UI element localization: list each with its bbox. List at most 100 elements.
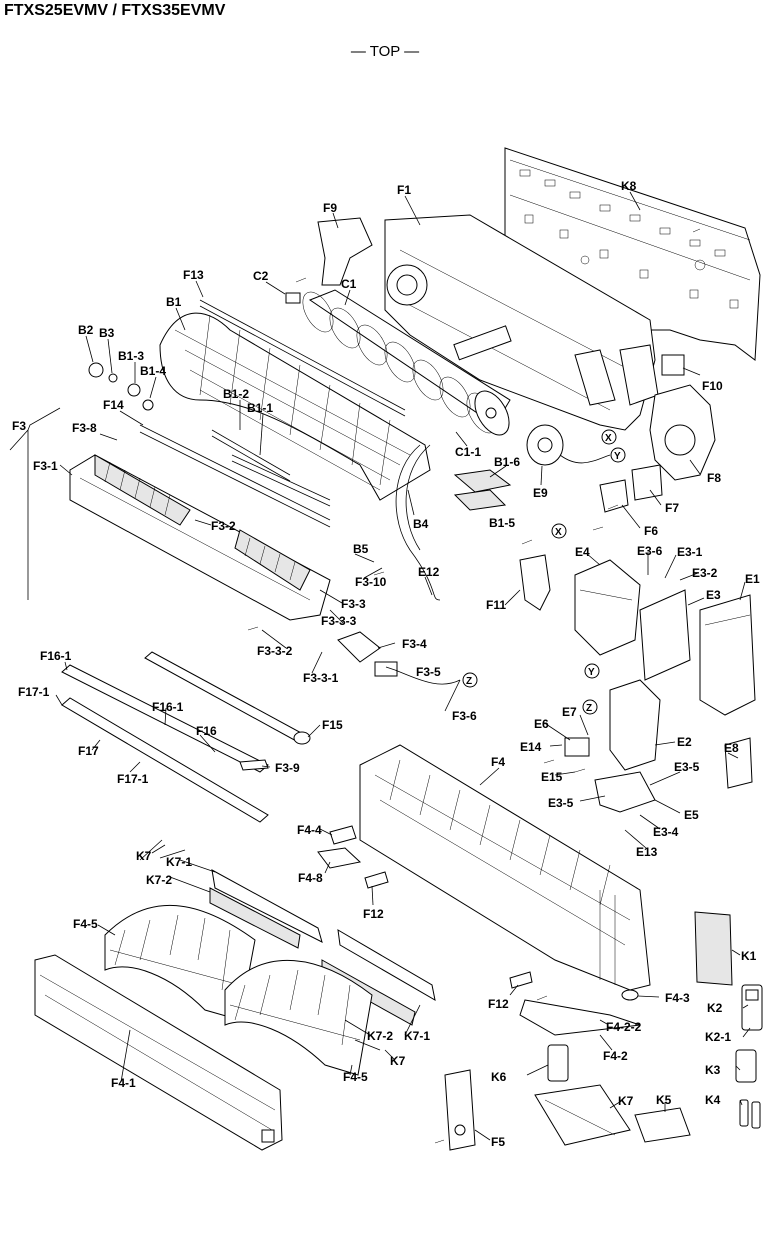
label-k2: K2 xyxy=(707,1001,723,1015)
nut-b2 xyxy=(88,362,104,378)
crossflow-fan-c1 xyxy=(302,289,511,436)
swing-motor-f3-4 xyxy=(337,631,381,663)
label-f3-4: F3-4 xyxy=(402,637,427,651)
label-b2: B2 xyxy=(78,323,94,337)
label-f4-8: F4-8 xyxy=(298,871,323,885)
label-f17-1-a: F17-1 xyxy=(18,685,50,699)
marker-x-1 xyxy=(601,429,617,445)
label-f3-10: F3-10 xyxy=(355,575,387,589)
pad-b1-6 xyxy=(453,469,512,493)
part-f7 xyxy=(631,464,663,501)
label-k7-1-b: K7-1 xyxy=(404,1029,430,1043)
label-f3-5: F3-5 xyxy=(416,665,441,679)
label-k5: K5 xyxy=(656,1093,672,1107)
filter-k7-1-upper xyxy=(211,869,323,943)
bearing-c2 xyxy=(285,292,301,304)
label-f12-b: F12 xyxy=(488,997,509,1011)
label-e13: E13 xyxy=(636,845,658,859)
pad-b1-5 xyxy=(453,489,507,511)
pipe-f13 xyxy=(199,299,406,411)
control-box-e1 xyxy=(699,594,756,716)
heat-exchanger-b1 xyxy=(159,312,431,501)
rail-f17 xyxy=(61,697,269,823)
label-f16-1-b: F16-1 xyxy=(152,700,184,714)
label-f8: F8 xyxy=(707,471,721,485)
label-c2: C2 xyxy=(253,269,269,283)
label-e3-5-b: E3-5 xyxy=(548,796,574,810)
label-f1: F1 xyxy=(397,183,411,197)
label-f10: F10 xyxy=(702,379,723,393)
marker-label: X xyxy=(555,527,562,538)
label-e12: E12 xyxy=(418,565,440,579)
label-k6: K6 xyxy=(491,1070,507,1084)
label-f3: F3 xyxy=(12,419,26,433)
label-k1: K1 xyxy=(741,949,757,963)
label-e5: E5 xyxy=(684,808,699,822)
label-f15: F15 xyxy=(322,718,343,732)
label-e3-1: E3-1 xyxy=(677,545,703,559)
label-f6: F6 xyxy=(644,524,658,538)
insulator-e8 xyxy=(724,737,753,789)
label-e15: E15 xyxy=(541,770,563,784)
marker-label: Z xyxy=(586,703,592,714)
label-f4-1: F4-1 xyxy=(111,1076,136,1090)
cover-f11 xyxy=(519,554,551,611)
label-e6: E6 xyxy=(534,717,549,731)
terminal-e6 xyxy=(564,737,590,757)
label-e9: E9 xyxy=(533,486,548,500)
air-filter-f4-5-right xyxy=(224,959,373,1076)
label-k7-c: K7 xyxy=(618,1094,634,1108)
drain-hose-end xyxy=(293,731,311,745)
marker-label: Y xyxy=(588,667,595,678)
label-k8: K8 xyxy=(621,179,637,193)
nut-b1-4 xyxy=(142,399,154,411)
label-b5: B5 xyxy=(353,542,369,556)
washer-b3 xyxy=(108,373,118,383)
label-f4-4: F4-4 xyxy=(297,823,322,837)
label-b1-1: B1-1 xyxy=(247,401,273,415)
bracket-f3 xyxy=(9,407,61,600)
label-b4: B4 xyxy=(413,517,429,531)
label-f3-6: F3-6 xyxy=(452,709,477,723)
label-f3-9: F3-9 xyxy=(275,761,300,775)
part-f4-3 xyxy=(621,989,639,1001)
flap-f4-2 xyxy=(519,999,641,1036)
label-f9: F9 xyxy=(323,201,337,215)
label-b1-2: B1-2 xyxy=(223,387,249,401)
label-e4: E4 xyxy=(575,545,590,559)
battery-k4b xyxy=(751,1101,761,1129)
label-f4: F4 xyxy=(491,755,505,769)
label-b1-4: B1-4 xyxy=(140,364,166,378)
label-f3-8: F3-8 xyxy=(72,421,97,435)
label-b1-3: B1-3 xyxy=(118,349,144,363)
label-e1: E1 xyxy=(745,572,760,586)
marker-y-1 xyxy=(610,447,626,463)
part-f4-4 xyxy=(329,825,357,845)
marker-z-2 xyxy=(582,699,598,715)
front-grille-f4 xyxy=(359,744,651,991)
part-f4-8 xyxy=(317,847,362,869)
manual-k1 xyxy=(694,911,733,986)
filter-k7-bottom xyxy=(534,1084,631,1146)
label-k4: K4 xyxy=(705,1093,721,1107)
cover-e4 xyxy=(574,559,641,656)
connector-marks xyxy=(462,429,626,715)
label-b1: B1 xyxy=(166,295,182,309)
label-e8: E8 xyxy=(724,741,739,755)
view-label: — TOP — xyxy=(350,43,420,60)
bracket-f9 xyxy=(317,217,373,286)
marker-z-1 xyxy=(462,672,478,688)
label-k2-1: K2-1 xyxy=(705,1030,731,1044)
pipe-b1-1 xyxy=(231,454,331,501)
rear-chassis-f1 xyxy=(384,214,659,431)
pcb-e3 xyxy=(639,589,691,681)
label-e14: E14 xyxy=(520,740,542,754)
battery-k4a xyxy=(739,1099,749,1127)
label-f7: F7 xyxy=(665,501,679,515)
marker-label: Z xyxy=(466,676,472,687)
label-f3-3-3: F3-3-3 xyxy=(321,614,357,628)
label-f3-3-1: F3-3-1 xyxy=(303,671,339,685)
drain-pan-f3 xyxy=(69,454,331,621)
lead-loop xyxy=(395,444,441,601)
